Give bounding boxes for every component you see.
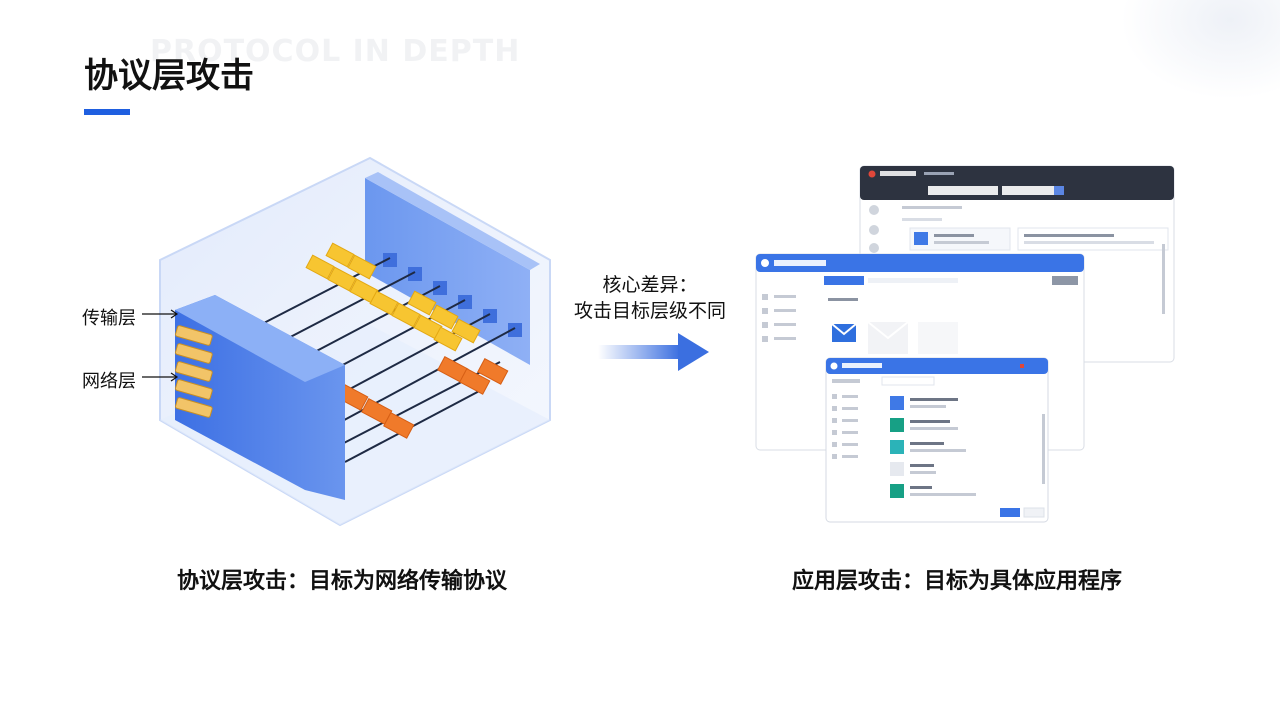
corner-glow: [1120, 0, 1280, 100]
yellow-packet: [451, 318, 481, 344]
yellow-packet: [433, 326, 463, 352]
yellow-packet: [407, 290, 437, 316]
core-difference-line2: 攻击目标层级不同: [573, 300, 726, 322]
yellow-packet: [391, 302, 421, 328]
application-windows-illustration: [755, 165, 1175, 523]
title-accent-bar: [84, 109, 130, 115]
yellow-packet: [369, 290, 399, 316]
wall-tooth: [508, 323, 522, 337]
core-difference-line1: 核心差异：: [602, 274, 698, 296]
wall-tooth: [433, 281, 447, 295]
background-watermark: PROTOCOL IN DEPTH: [150, 34, 521, 69]
page-title: 协议层攻击: [84, 56, 254, 96]
connection-line: [274, 271, 416, 346]
yellow-packet: [429, 304, 459, 330]
transport-layer-label: 传输层: [82, 304, 136, 330]
yellow-packet: [327, 266, 357, 292]
front-slab-top: [175, 295, 345, 382]
orange-packet: [477, 358, 509, 385]
protocol-stack-illustration: [159, 156, 551, 527]
network-layer-label: 网络层: [82, 367, 136, 393]
yellow-packet: [305, 254, 335, 280]
layer-tab: [175, 361, 213, 382]
transport-pointer-icon: [142, 309, 179, 319]
wall-tooth: [408, 267, 422, 281]
left-caption: 协议层攻击：目标为网络传输协议: [176, 569, 507, 594]
orange-packet: [459, 368, 491, 395]
front-app-window: [825, 357, 1049, 523]
wall-tooth: [383, 253, 397, 267]
right-caption: 应用层攻击：目标为具体应用程序: [791, 569, 1122, 594]
core-difference-text: 核心差异： 攻击目标层级不同: [560, 272, 740, 324]
transport-layer-text: 传输层: [82, 308, 136, 329]
right-arrow-icon: [598, 333, 709, 371]
wall-tooth: [483, 309, 497, 323]
yellow-packet: [325, 242, 355, 268]
layer-tab: [175, 397, 213, 418]
layer-tab: [175, 379, 213, 400]
back-wall-top: [365, 172, 540, 270]
yellow-packet: [347, 254, 377, 280]
layer-tab: [175, 343, 213, 364]
network-pointer-icon: [142, 372, 179, 382]
layer-tab: [175, 325, 213, 346]
wall-tooth: [458, 295, 472, 309]
network-layer-text: 网络层: [82, 371, 136, 392]
orange-packet: [383, 412, 415, 439]
connection-line: [344, 387, 486, 463]
